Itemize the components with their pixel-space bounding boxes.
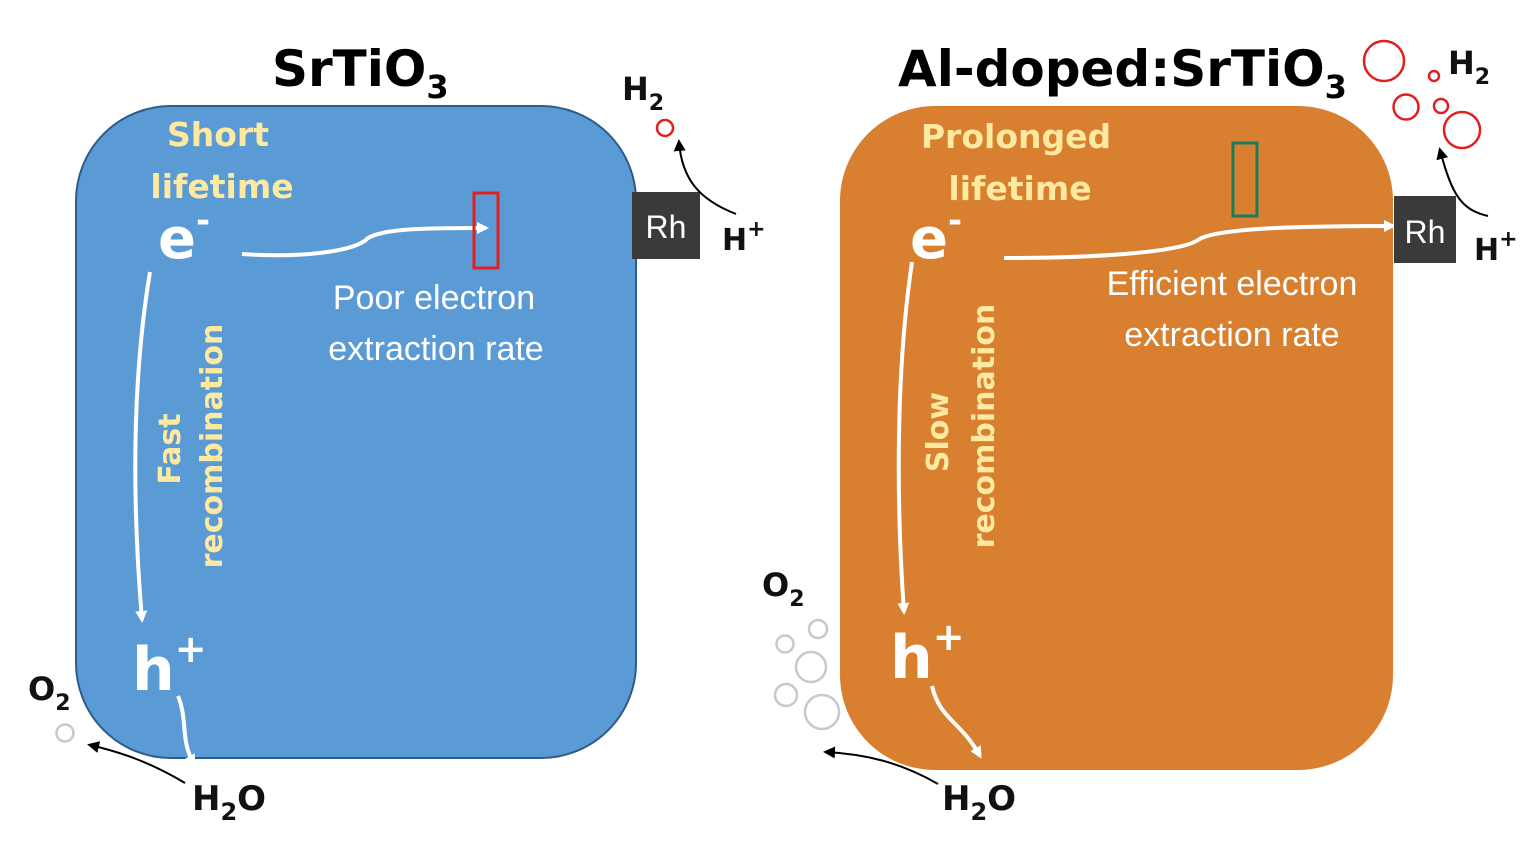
left-hplus-label: H+ (722, 217, 766, 258)
left-o2-label: O2 (28, 670, 71, 716)
right-hole-to-water-arrow (930, 685, 982, 759)
right-o2-bubble (807, 618, 829, 640)
right-o2-bubble (775, 634, 795, 654)
right-panel: Al-doped:SrTiO3 Prolonged lifetime e- Ef… (762, 39, 1518, 826)
left-hole-label: h+ (132, 627, 207, 705)
right-rh-cocatalyst (1394, 196, 1456, 263)
left-extraction-line2: extraction rate (328, 330, 543, 368)
right-o2-label: O2 (762, 566, 805, 612)
left-lifetime-line2: lifetime (150, 167, 293, 206)
right-h2-bubble (1427, 69, 1441, 83)
left-extraction-marker (472, 191, 500, 270)
right-extraction-marker (1231, 141, 1259, 218)
right-h2o-label: H2O (942, 779, 1016, 826)
right-h2-bubble (1432, 97, 1450, 115)
right-o2-bubble (773, 682, 799, 708)
right-h2-label: H2 (1448, 44, 1490, 90)
right-extraction-line1: Efficient electron (1107, 265, 1358, 303)
right-h2-bubble (1442, 110, 1482, 150)
right-hplus-label: H+ (1474, 227, 1518, 268)
left-h2o-label: H2O (192, 779, 266, 826)
right-h2-bubble (1362, 39, 1406, 83)
right-extraction-arrow (1003, 220, 1396, 260)
right-title: Al-doped:SrTiO3 (898, 40, 1347, 106)
right-rh-label: Rh (1405, 214, 1446, 250)
left-recombination-arrow (133, 271, 152, 623)
left-rh-label: Rh (646, 209, 687, 245)
left-h2-bubble (655, 118, 675, 138)
right-h2-bubble (1392, 93, 1420, 121)
right-particle (840, 106, 1393, 770)
right-o2-bubble (803, 693, 841, 731)
left-o2-evolution-arrow (87, 741, 186, 784)
left-h2-evolution-arrow (673, 139, 737, 215)
left-panel: SrTiO3 Short lifetime e- Poor electron e… (28, 40, 766, 826)
left-recombination-line1: Fast (153, 413, 188, 484)
right-hole-label: h+ (890, 615, 965, 693)
left-lifetime-line1: Short (167, 115, 269, 154)
left-rh-cocatalyst (632, 192, 700, 259)
left-electron-label: e- (158, 201, 210, 272)
left-recombination-line2: recombination (195, 324, 230, 569)
right-extraction-line2: extraction rate (1124, 316, 1339, 354)
right-recombination-arrow (896, 261, 914, 615)
right-h2-evolution-arrow (1436, 147, 1489, 217)
right-lifetime-line1: Prolonged (921, 117, 1111, 156)
right-recombination-line1: Slow (921, 392, 956, 472)
right-recombination-line2: recombination (967, 304, 1002, 549)
left-extraction-arrow (241, 222, 489, 258)
left-h2-label: H2 (622, 70, 664, 116)
right-electron-label: e- (910, 201, 962, 272)
right-o2-evolution-arrow (823, 746, 939, 785)
left-title: SrTiO3 (272, 40, 449, 106)
left-hole-to-water-arrow (176, 695, 196, 767)
left-o2-bubble (55, 723, 75, 743)
left-extraction-line1: Poor electron (333, 279, 535, 317)
right-lifetime-line2: lifetime (948, 169, 1091, 208)
right-o2-bubble (794, 650, 828, 684)
